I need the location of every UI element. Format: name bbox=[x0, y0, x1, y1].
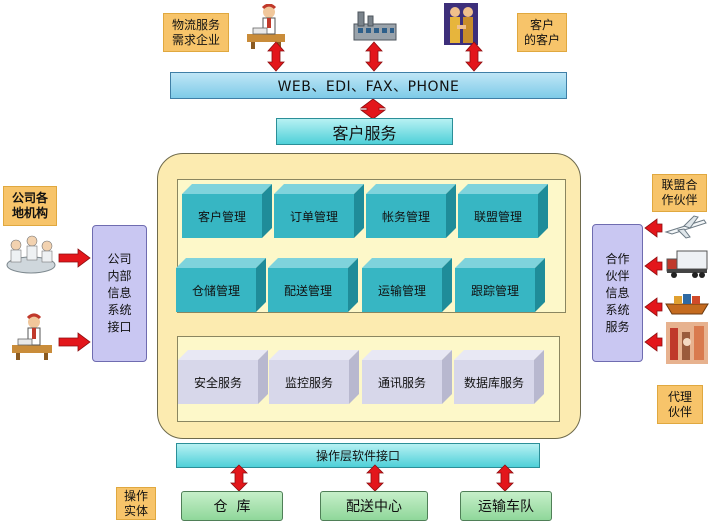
module-label: 订单管理 bbox=[274, 194, 354, 238]
service-communication: 通讯服务 bbox=[362, 350, 452, 404]
office-worker-icon bbox=[10, 313, 54, 361]
service-database: 数据库服务 bbox=[454, 350, 544, 404]
truck-icon bbox=[665, 249, 709, 279]
module-order-management: 订单管理 bbox=[274, 184, 364, 238]
factory-icon bbox=[352, 10, 398, 42]
customer-service-bar: 客户服务 bbox=[276, 118, 453, 145]
branch-offices-label: 公司各 地机构 bbox=[3, 186, 57, 226]
operation-entity-label: 操作 实体 bbox=[116, 487, 156, 520]
service-label: 监控服务 bbox=[269, 360, 349, 404]
ops-interface-bar: 操作层软件接口 bbox=[176, 443, 540, 468]
right-arrow-icon bbox=[58, 248, 91, 352]
module-account-management: 帐务管理 bbox=[366, 184, 456, 238]
module-label: 帐务管理 bbox=[366, 194, 446, 238]
service-monitoring: 监控服务 bbox=[269, 350, 359, 404]
business-person-icon bbox=[243, 3, 289, 50]
distribution-center-box: 配送中心 bbox=[320, 491, 428, 521]
partner-interface-box: 合作 伙伴 信息 系统 服务 bbox=[592, 224, 643, 362]
module-label: 跟踪管理 bbox=[455, 268, 535, 312]
service-label: 通讯服务 bbox=[362, 360, 442, 404]
module-alliance-management: 联盟管理 bbox=[458, 184, 548, 238]
module-tracking-management: 跟踪管理 bbox=[455, 258, 545, 312]
module-label: 配送管理 bbox=[268, 268, 348, 312]
service-label: 安全服务 bbox=[178, 360, 258, 404]
channel-bar: WEB、EDI、FAX、PHONE bbox=[170, 72, 567, 99]
transport-fleet-box: 运输车队 bbox=[460, 491, 552, 521]
service-label: 数据库服务 bbox=[454, 360, 534, 404]
module-label: 客户管理 bbox=[182, 194, 262, 238]
agent-partners-label: 代理 伙伴 bbox=[657, 385, 703, 424]
airplane-icon bbox=[664, 214, 708, 240]
left-arrow-icon bbox=[644, 218, 663, 352]
warehouse-box: 仓 库 bbox=[181, 491, 283, 521]
logistics-demand-label: 物流服务 需求企业 bbox=[163, 13, 229, 52]
handshake-icon bbox=[444, 3, 478, 45]
alliance-partners-label: 联盟合 作伙伴 bbox=[652, 174, 707, 212]
module-label: 仓储管理 bbox=[176, 268, 256, 312]
double-arrow-icon bbox=[230, 464, 514, 492]
module-customer-management: 客户管理 bbox=[182, 184, 272, 238]
module-label: 联盟管理 bbox=[458, 194, 538, 238]
meeting-people-icon bbox=[2, 233, 60, 277]
customers-of-customer-label: 客户 的客户 bbox=[517, 13, 567, 52]
double-arrow-icon bbox=[267, 41, 483, 120]
cargo-ship-icon bbox=[664, 290, 710, 316]
module-delivery-management: 配送管理 bbox=[268, 258, 358, 312]
warehouse-photo-icon bbox=[666, 322, 708, 364]
service-security: 安全服务 bbox=[178, 350, 268, 404]
module-transport-management: 运输管理 bbox=[362, 258, 452, 312]
module-warehouse-management: 仓储管理 bbox=[176, 258, 266, 312]
internal-interface-box: 公司 内部 信息 系统 接口 bbox=[92, 225, 147, 362]
module-label: 运输管理 bbox=[362, 268, 442, 312]
